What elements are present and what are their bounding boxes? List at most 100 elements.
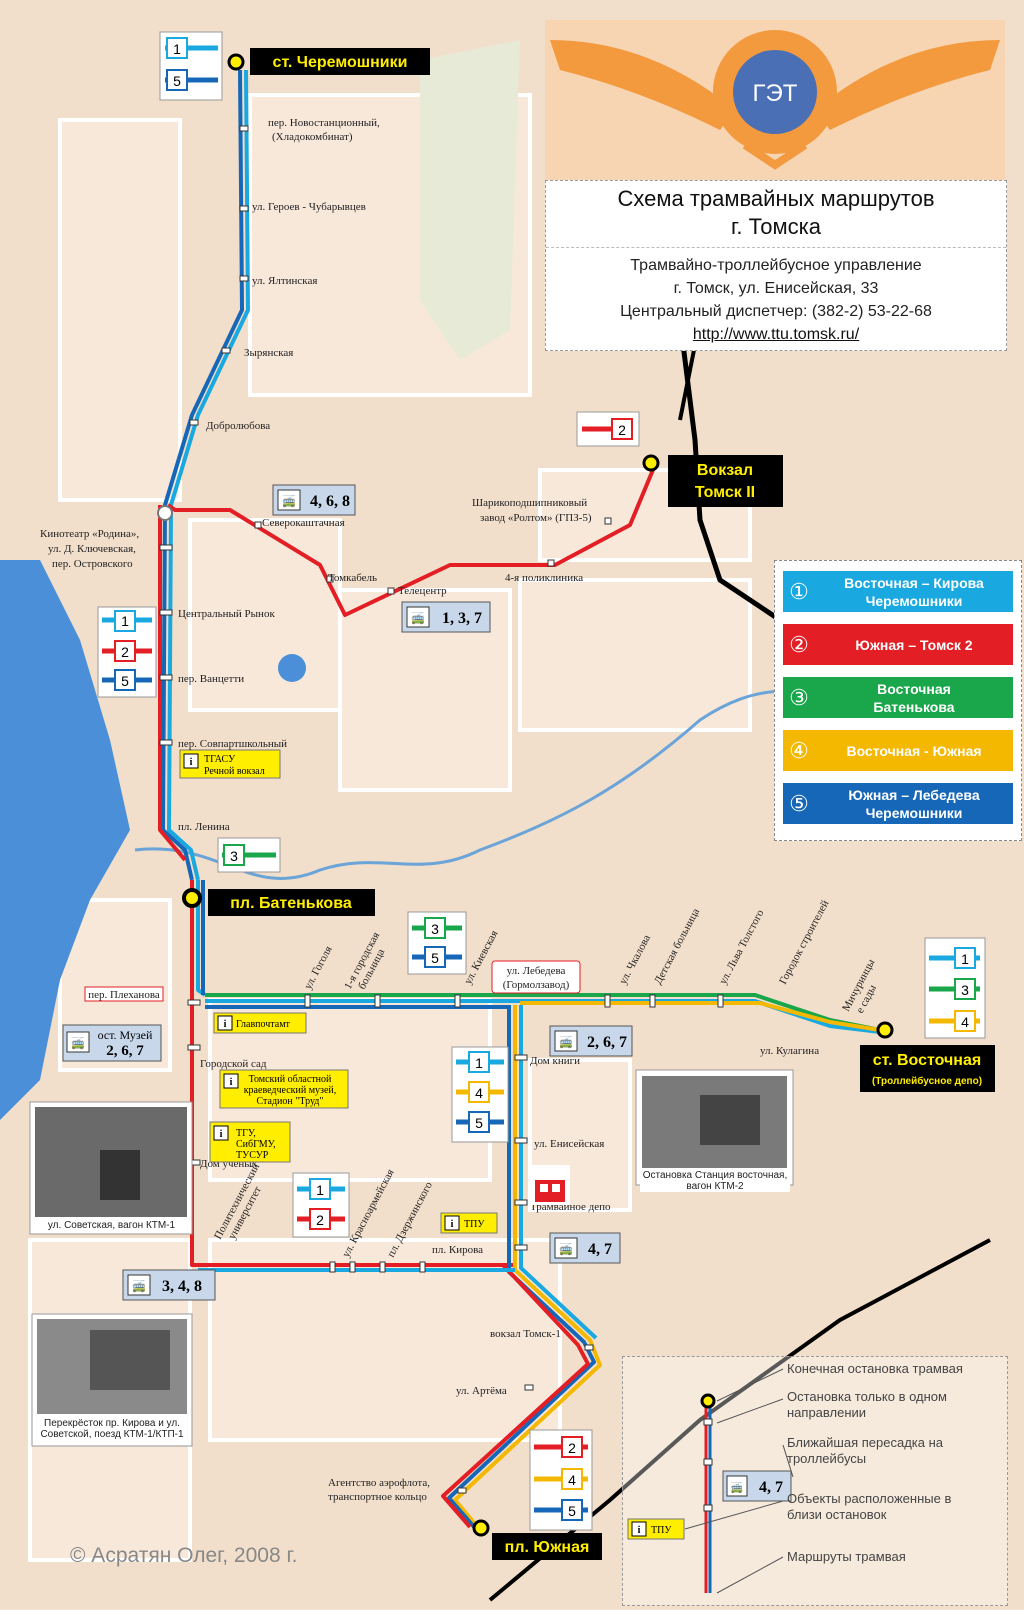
photo-caption-3: Перекрёсток пр. Кирова и ул.Советской, п… — [36, 1418, 188, 1440]
trolley-badge-6: 3, 4, 8 — [162, 1278, 202, 1295]
svg-text:ул. Енисейская: ул. Енисейская — [534, 1138, 604, 1150]
svg-text:🚎: 🚎 — [282, 495, 296, 508]
svg-text:1: 1 — [316, 1182, 324, 1198]
svg-text:🚎: 🚎 — [731, 1481, 743, 1494]
map-key: 🚎 4, 7 i ТПУ Конечная остановка трамвая … — [622, 1356, 1008, 1606]
svg-text:Агентство аэрофлота,: Агентство аэрофлота, — [328, 1477, 430, 1489]
svg-text:🚎: 🚎 — [559, 1243, 573, 1256]
svg-text:i: i — [451, 1219, 454, 1230]
svg-text:2: 2 — [568, 1440, 576, 1456]
svg-text:4-я поликлиника: 4-я поликлиника — [505, 572, 583, 584]
svg-text:i: i — [230, 1077, 233, 1088]
svg-text:3: 3 — [431, 921, 439, 937]
info-boxes: i ТГАСУ Речной вокзал i Главпочтамт i То… — [179, 749, 498, 1234]
svg-text:СибГМУ,: СибГМУ, — [236, 1139, 276, 1150]
terminus-yuzhnaya: пл. Южная — [505, 1539, 590, 1556]
svg-text:ул. Кулагина: ул. Кулагина — [760, 1045, 819, 1057]
svg-text:3: 3 — [961, 982, 969, 998]
key-info-tpu: ТПУ — [651, 1525, 672, 1536]
svg-text:Томкабель: Томкабель — [328, 572, 377, 584]
svg-text:Телецентр: Телецентр — [398, 585, 447, 597]
svg-text:ул. Ялтинская: ул. Ялтинская — [252, 275, 317, 287]
svg-text:🚎: 🚎 — [132, 1280, 146, 1293]
boxed-stop-labels: пер. Плеханова ул. Лебедева (Гормолзавод… — [84, 960, 581, 1002]
trolley-badge-4: 2, 6, 7 — [587, 1034, 627, 1051]
svg-text:i: i — [190, 757, 193, 768]
svg-text:2: 2 — [316, 1212, 324, 1228]
svg-text:ул. Героев - Чубарывцев: ул. Героев - Чубарывцев — [252, 201, 366, 213]
svg-text:завод «Ролтом» (ГПЗ-5): завод «Ролтом» (ГПЗ-5) — [480, 512, 592, 524]
trolley-badge-3-pre: ост. Музей — [98, 1028, 153, 1042]
svg-text:ТУСУР: ТУСУР — [236, 1150, 269, 1161]
river-ushaika — [134, 689, 851, 880]
svg-text:ТГАСУ: ТГАСУ — [204, 754, 236, 765]
svg-text:пер. Совпартшкольный: пер. Совпартшкольный — [178, 738, 287, 750]
svg-text:4: 4 — [475, 1085, 483, 1101]
trolley-badge-3: 2, 6, 7 — [106, 1043, 144, 1059]
svg-text:5: 5 — [475, 1115, 483, 1131]
svg-text:Дом книги: Дом книги — [530, 1055, 580, 1067]
trolley-badge-2: 1, 3, 7 — [442, 610, 482, 627]
svg-text:5: 5 — [173, 73, 181, 89]
svg-text:Шарикоподшипниковый: Шарикоподшипниковый — [472, 497, 587, 509]
svg-text:(Хладокомбинат): (Хладокомбинат) — [272, 131, 353, 143]
svg-text:1: 1 — [173, 41, 181, 57]
terminus-cheremoshniki: ст. Черемошники — [273, 54, 408, 71]
svg-text:Зырянская: Зырянская — [244, 347, 293, 359]
svg-text:ул. Д. Ключевская,: ул. Д. Ключевская, — [48, 543, 136, 555]
svg-text:5: 5 — [431, 950, 439, 966]
photo-caption-1: Остановка Станция восточная,вагон КТМ-2 — [640, 1170, 790, 1192]
legend-route-2: ② Южная – Томск 2 — [783, 624, 1013, 665]
svg-text:2: 2 — [618, 422, 626, 438]
svg-text:🚎: 🚎 — [559, 1036, 573, 1049]
svg-text:Городской сад: Городской сад — [200, 1058, 267, 1070]
railway — [677, 319, 782, 623]
svg-text:краеведческий музей,: краеведческий музей, — [244, 1085, 337, 1096]
copyright: © Асратян Олег, 2008 г. — [70, 1544, 298, 1567]
svg-text:i: i — [224, 1019, 227, 1030]
key-terminus: Конечная остановка трамвая — [787, 1361, 963, 1376]
svg-text:ТПУ: ТПУ — [464, 1219, 485, 1230]
tram-depot-icon — [530, 1165, 570, 1205]
key-symbols: 🚎 4, 7 i ТПУ — [627, 1368, 794, 1594]
ttu-website-link[interactable]: http://www.ttu.tomsk.ru/ — [692, 326, 860, 343]
svg-text:Добролюбова: Добролюбова — [206, 420, 270, 432]
svg-text:1: 1 — [961, 951, 969, 967]
svg-text:🚎: 🚎 — [411, 612, 425, 625]
terminus-vokzal-2: Томск II — [695, 484, 755, 501]
ring-rodina — [157, 505, 173, 521]
svg-text:🚎: 🚎 — [71, 1037, 85, 1050]
svg-text:3: 3 — [230, 848, 238, 864]
route-signs: 1 5 2 1 2 5 3 3 5 1 — [97, 31, 986, 1531]
svg-text:пер. Ванцетти: пер. Ванцетти — [178, 673, 244, 685]
terminus-vostochnaya-sub: (Троллейбусное депо) — [872, 1075, 982, 1087]
svg-text:1: 1 — [121, 613, 129, 629]
svg-text:Кинотеатр «Родина»,: Кинотеатр «Родина», — [40, 528, 139, 540]
svg-text:транспортное кольцо: транспортное кольцо — [328, 1491, 427, 1503]
terminus-vokzal-1: Вокзал — [697, 462, 753, 479]
terminus-vostochnaya: ст. Восточная — [873, 1052, 981, 1069]
header-info: Трамвайно-троллейбусное управление г. То… — [620, 257, 932, 343]
get-logo: ГЭТ — [545, 20, 1005, 180]
svg-text:5: 5 — [568, 1503, 576, 1519]
svg-text:4: 4 — [961, 1014, 969, 1030]
header-box: Схема трамвайных маршрутов г. Томска Тра… — [545, 180, 1007, 351]
trolleybus-badges: 🚎 4, 6, 8 🚎 1, 3, 7 🚎 ост. Музей 2, 6, 7… — [62, 484, 633, 1301]
svg-text:ТГУ,: ТГУ, — [236, 1128, 256, 1139]
stop-markers — [159, 125, 724, 1494]
trolley-badge-1: 4, 6, 8 — [310, 493, 350, 510]
key-tram-routes: Маршруты трамвая — [787, 1549, 906, 1564]
svg-text:4: 4 — [568, 1472, 576, 1488]
svg-text:i: i — [220, 1129, 223, 1140]
terminus-batenkova: пл. Батенькова — [230, 895, 352, 912]
svg-text:(Гормолзавод): (Гормолзавод) — [503, 979, 570, 991]
svg-text:5: 5 — [121, 673, 129, 689]
svg-text:Северокаштачная: Северокаштачная — [262, 517, 345, 529]
